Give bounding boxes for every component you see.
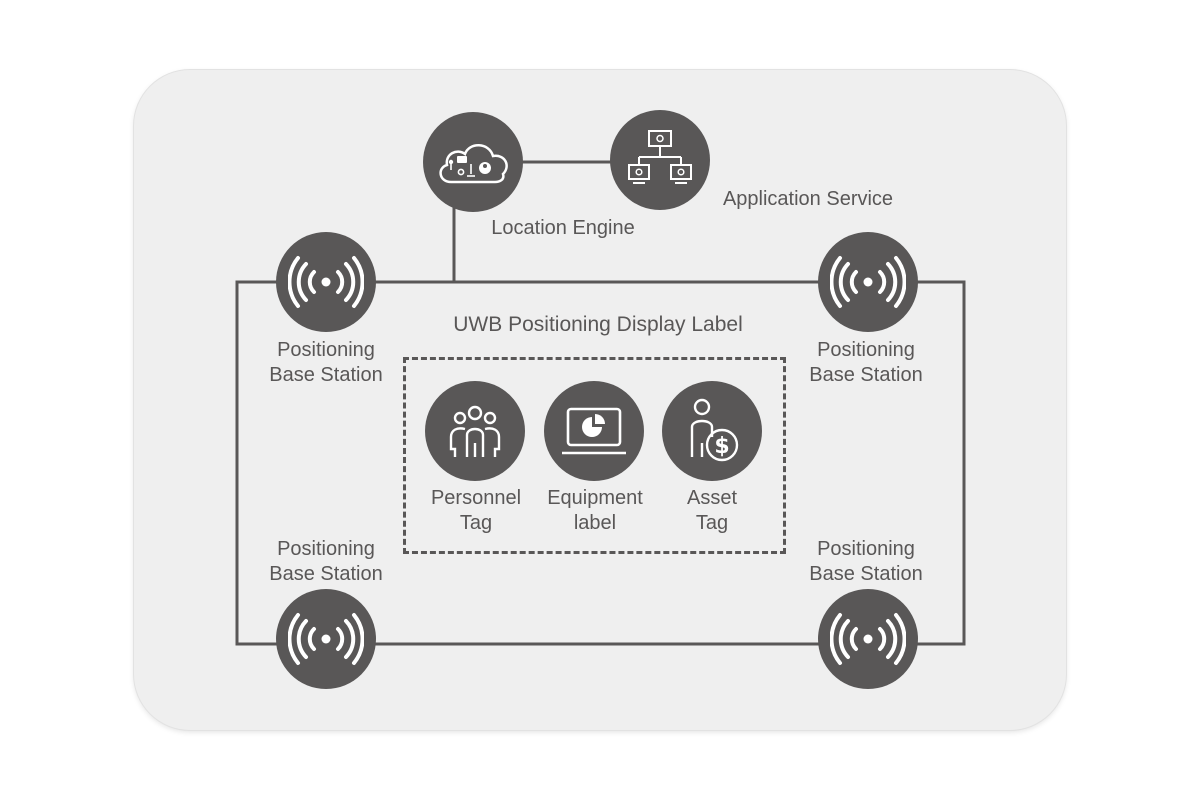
equipment-label-node[interactable]: [544, 381, 644, 481]
equipment-label-label: Equipment label: [547, 487, 643, 534]
cloud-icon: [439, 144, 508, 184]
wireless-signal-icon: [830, 256, 906, 308]
asset-tag-node[interactable]: $: [662, 381, 762, 481]
person-dollar-icon: $: [690, 398, 739, 462]
wireless-signal-icon: [288, 256, 364, 308]
base-station-top-right[interactable]: [818, 232, 918, 332]
display-label-group: [403, 357, 786, 554]
wireless-signal-icon: [288, 613, 364, 665]
base-station-bottom-right[interactable]: [818, 589, 918, 689]
base-station-top-left-label: Positioning Base Station: [269, 339, 383, 386]
location-engine-node[interactable]: [423, 112, 523, 212]
monitor-chart-icon: [562, 407, 626, 455]
location-engine-label: Location Engine: [491, 217, 635, 239]
svg-text:$: $: [714, 434, 729, 459]
base-station-bottom-left-label: Positioning Base Station: [269, 538, 383, 585]
base-station-top-left[interactable]: [276, 232, 376, 332]
display-label-title: UWB Positioning Display Label: [453, 313, 743, 336]
base-station-top-right-label: Positioning Base Station: [809, 339, 923, 386]
application-service-label: Application Service: [722, 188, 894, 210]
wireless-signal-icon: [830, 613, 906, 665]
personnel-tag-node[interactable]: [425, 381, 525, 481]
personnel-tag-label: Personnel Tag: [430, 487, 522, 534]
base-station-bottom-right-label: Positioning Base Station: [809, 538, 923, 585]
asset-tag-label: Asset Tag: [686, 487, 738, 534]
people-icon: [449, 405, 501, 457]
base-station-bottom-left[interactable]: [276, 589, 376, 689]
network-monitors-icon: [628, 130, 692, 184]
station-loop-line: [235, 280, 966, 646]
application-service-node[interactable]: [610, 110, 710, 210]
